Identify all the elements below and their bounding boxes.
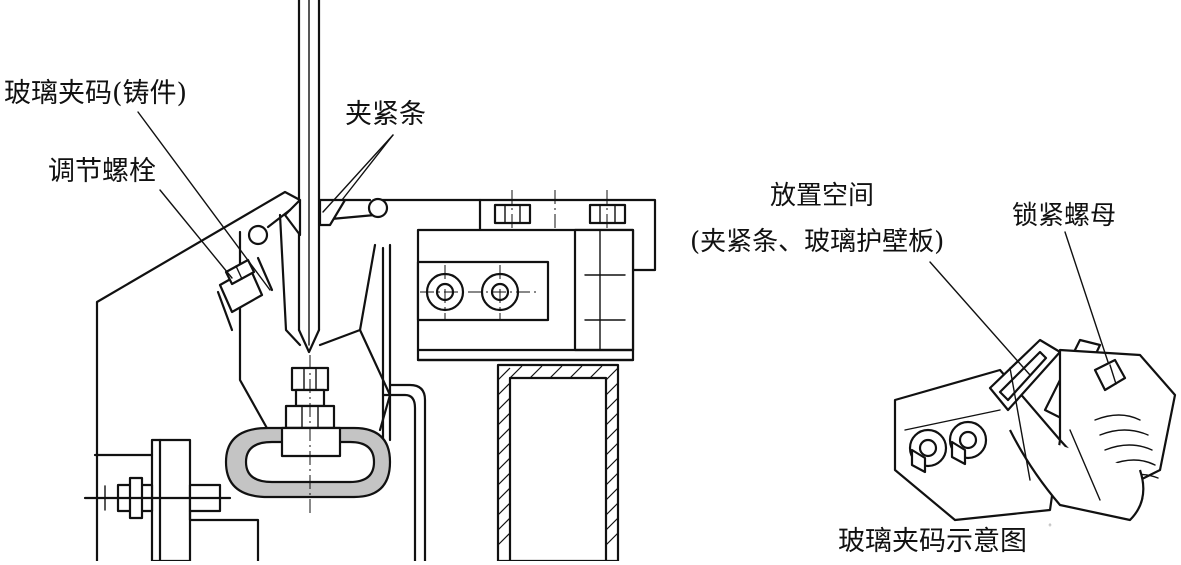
label-clamping-strip: 夹紧条 [345,101,426,128]
label-glass-clamp-casting: 玻璃夹码(铸件) [4,80,187,107]
hollow-support-beam [498,365,618,561]
label-lock-nut: 锁紧螺母 [1012,203,1116,229]
label-storage-space-title: 放置空间 [770,183,874,209]
glass-pane [299,0,319,352]
label-adjusting-bolt: 调节螺栓 [48,158,156,185]
label-schematic-caption: 玻璃夹码示意图 [838,528,1027,555]
adjusting-bolt-shape [218,258,272,330]
support-nut-assembly [226,355,390,515]
middle-block [418,230,633,360]
clamp-schematic-perspective [895,340,1175,525]
label-storage-space-detail: (夹紧条、玻璃护壁板) [690,229,944,255]
